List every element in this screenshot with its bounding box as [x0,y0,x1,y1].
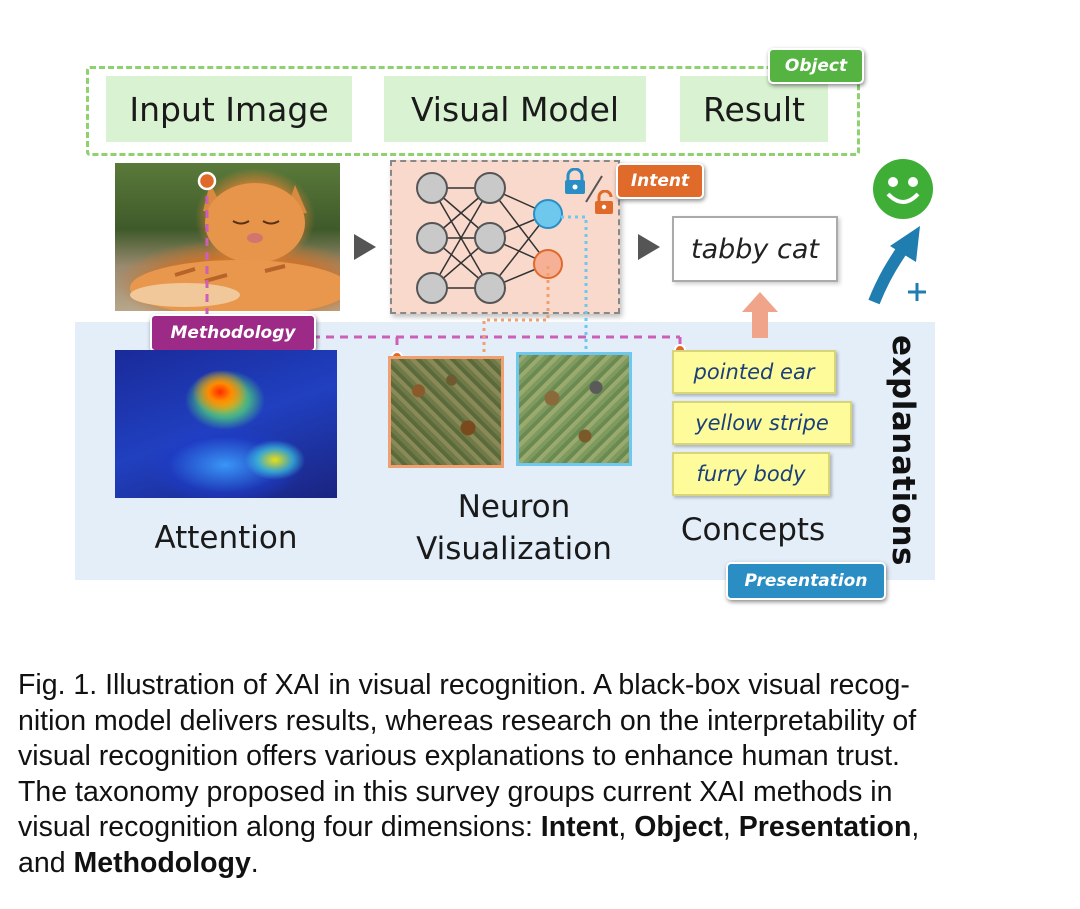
concepts-label: Concepts [680,512,826,548]
explanations-label: explanations [885,334,921,566]
attention-label: Attention [154,520,298,556]
neuron-label-line2: Visualization [416,531,612,567]
caption-line: Fig. 1. Illustration of XAI in visual re… [18,669,910,701]
caption-text: and [18,846,74,879]
unlocked-icon [595,190,613,214]
neuron-visualization-orange [388,356,504,468]
trust-increase-arrow-icon [868,226,926,305]
neuron-label-line1: Neuron [457,489,571,525]
presentation-tag: Presentation [726,562,886,600]
caption-separator: , [911,811,920,843]
smiley-face-icon [873,159,933,219]
cat-illustration [130,183,340,311]
caption-separator: , [722,811,739,843]
dimension-presentation: Presentation [738,811,912,843]
result-box: tabby cat [672,216,838,282]
up-arrow-icon [742,292,778,338]
methodology-tag: Methodology [150,314,316,352]
intent-tag: Intent [616,163,704,199]
caption-line: visual recognition offers various explan… [18,740,900,772]
locked-icon [565,168,585,194]
caption-text: visual recognition along four dimensions… [18,811,541,843]
neuron-visualization-label: Neuron Visualization [396,486,632,570]
caption-line-dimensions: visual recognition along four dimensions… [18,810,1058,846]
input-image-label: Input Image [106,76,352,142]
figure-caption: Fig. 1. Illustration of XAI in visual re… [18,668,1058,881]
result-label: Result [680,76,828,142]
dimension-object: Object [634,811,723,843]
neuron-visualization-blue [516,352,632,466]
caption-line: nition model delivers results, whereas r… [18,704,917,737]
caption-separator: , [618,811,635,843]
dimension-methodology: Methodology [73,846,251,879]
dimension-intent: Intent [540,811,619,843]
visual-model-label: Visual Model [384,76,646,142]
arrow-right-icon [638,234,660,260]
object-tag: Object [768,48,864,84]
cat-photo [115,163,340,311]
concept-item: yellow stripe [672,401,852,445]
slash-divider-icon [585,175,603,203]
caption-line: The taxonomy proposed in this survey gro… [18,775,893,808]
caption-period: . [250,846,259,879]
arrow-right-icon [354,234,376,260]
neural-network-icon [416,172,563,304]
concept-item: pointed ear [672,350,836,394]
concept-item: furry body [672,452,830,496]
caption-line-end: and Methodology. [18,846,1058,882]
attention-heatmap [115,350,337,498]
object-frame [86,66,860,156]
